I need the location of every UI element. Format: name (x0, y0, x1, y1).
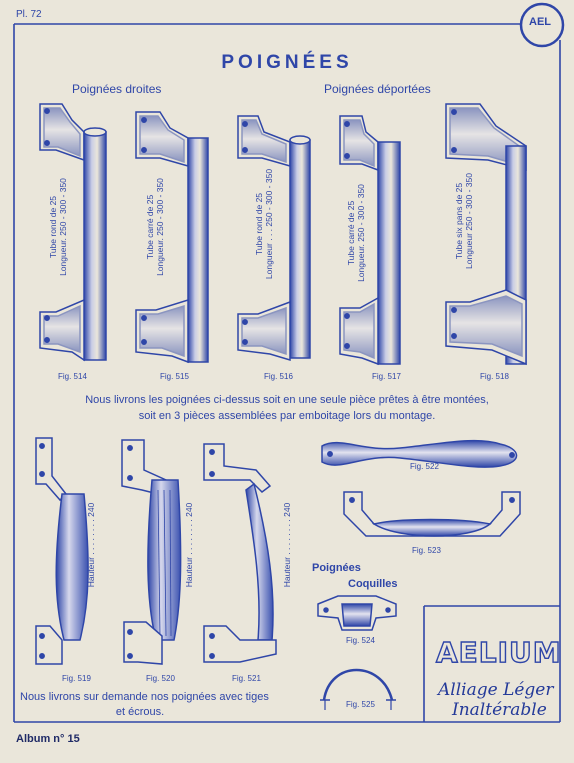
handle-fig-515 (135, 111, 209, 364)
assembly-note-line2: soit en 3 pièces assemblées par emboitag… (138, 410, 436, 422)
handle-fig-514 (39, 103, 107, 362)
fig-523-label: Fig. 523 (412, 546, 441, 555)
height-label-519: Hauteur . . . . . . . . 240 (86, 502, 96, 588)
page-frame (13, 23, 561, 723)
fig-525-label: Fig. 525 (346, 700, 375, 709)
handle-fig-518 (445, 103, 527, 366)
handle-fig-520 (121, 439, 182, 665)
fig-514-label: Fig. 514 (58, 372, 87, 381)
handle-fig-517 (339, 115, 401, 366)
brand-tagline-line1: Alliage Léger (438, 680, 554, 700)
fig-518-label: Fig. 518 (480, 372, 509, 381)
coquilles-title-line1: Poignées (312, 562, 361, 574)
fig-515-label: Fig. 515 (160, 372, 189, 381)
fig-519-label: Fig. 519 (62, 674, 91, 683)
handle-fig-516 (237, 115, 311, 362)
handle-fig-523 (343, 491, 521, 537)
handle-fig-524 (317, 595, 397, 631)
handle-fig-519 (35, 437, 89, 665)
handle-fig-521 (203, 443, 277, 663)
coquilles-title-line2: Coquilles (348, 578, 398, 590)
subtitle-straight: Poignées droites (72, 82, 162, 96)
delivery-note: Nous livrons sur demande nos poignées av… (20, 691, 269, 718)
logo-text: AEL (529, 16, 551, 28)
fig-520-label: Fig. 520 (146, 674, 175, 683)
fig-517-label: Fig. 517 (372, 372, 401, 381)
fig-524-label: Fig. 524 (346, 636, 375, 645)
fig-521-label: Fig. 521 (232, 674, 261, 683)
handle-fig-522 (321, 439, 518, 468)
height-label-521: Hauteur . . . . . . . . 240 (282, 502, 292, 588)
album-number: Album n° 15 (16, 733, 80, 745)
height-label-520: Hauteur . . . . . . . . 240 (184, 502, 194, 588)
brand-tagline-line2: Inaltérable (452, 700, 547, 720)
assembly-note-line1: Nous livrons les poignées ci-dessus soit… (85, 394, 489, 406)
aelium-brand: AELIUM (435, 635, 562, 669)
handle-fig-525 (320, 668, 396, 710)
subtitle-offset: Poignées déportées (324, 82, 431, 96)
fig-516-label: Fig. 516 (264, 372, 293, 381)
plate-number: Pl. 72 (16, 9, 42, 20)
fig-522-label: Fig. 522 (410, 462, 439, 471)
page-title: POIGNÉES (221, 52, 353, 73)
ael-logo-icon (519, 2, 565, 48)
